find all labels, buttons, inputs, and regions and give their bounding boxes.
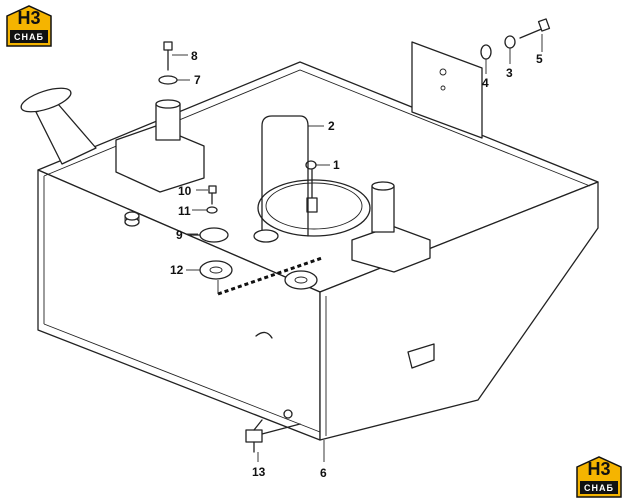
callout-7: 7: [194, 73, 201, 87]
part-5-bolt-shank: [519, 27, 545, 39]
top-boss-cap: [124, 211, 140, 221]
side-handle: [407, 343, 435, 369]
callout-2: 2: [328, 119, 335, 133]
part-11-washer: [206, 206, 218, 214]
right-vent-stem: [371, 185, 395, 233]
sender-plug: [306, 197, 318, 213]
callout-4: 4: [482, 76, 489, 90]
part-7-washer: [158, 75, 178, 85]
plate-hole: [440, 85, 446, 91]
logo-house-icon: [576, 456, 622, 498]
callout-1: 1: [333, 158, 340, 172]
callout-6: 6: [320, 466, 327, 480]
filler-cap: [20, 87, 72, 113]
logo-text-bottom: CHAБ: [584, 483, 614, 493]
logo-text-top: H3: [17, 8, 41, 28]
callout-9: 9: [176, 228, 183, 242]
part-12-gasket: [199, 260, 233, 280]
logo-text-top: H3: [587, 459, 611, 479]
part-5-bolt-head: [537, 18, 551, 32]
right-vent-top: [371, 181, 395, 191]
leader-lines: [172, 34, 543, 462]
part-12-gasket-hole: [209, 266, 223, 274]
tank-hook-mark: [255, 331, 273, 339]
plate-hole: [439, 68, 447, 76]
tank-gasket: [284, 270, 318, 290]
logo-house-icon: [6, 5, 52, 47]
part-10-screw: [208, 185, 217, 194]
left-vent-top: [155, 99, 181, 109]
part-2-pipe-foot: [253, 229, 279, 243]
tank-gasket-hole: [294, 276, 308, 284]
drain-fitting: [283, 409, 293, 419]
part-13-valve-handle: [253, 419, 263, 431]
part-9-sensor: [199, 227, 229, 243]
callout-5: 5: [536, 52, 543, 66]
brand-logo-top: H3 CHAБ: [4, 4, 54, 48]
callout-12: 12: [170, 263, 184, 277]
part-13-valve-body: [245, 429, 263, 443]
part-4-washer: [480, 44, 492, 60]
drain-pipe: [261, 423, 301, 435]
logo-text-bottom: CHAБ: [14, 32, 44, 42]
brand-logo-bottom: H3 CHAБ: [574, 455, 624, 499]
tank-right-face: [319, 181, 599, 441]
left-vent-stem: [155, 103, 181, 141]
mounting-plate: [411, 41, 483, 139]
callout-3: 3: [506, 66, 513, 80]
part-2-pipe: [261, 115, 309, 237]
callout-13: 13: [252, 465, 266, 479]
callout-11: 11: [178, 204, 191, 218]
alignment-line: [217, 256, 323, 296]
callout-10: 10: [178, 184, 192, 198]
callout-8: 8: [191, 49, 198, 63]
part-8-bolt-head: [163, 41, 173, 51]
tank-bottom-line: [43, 323, 321, 433]
sender-cover-inner: [265, 182, 363, 230]
part-3-washer: [504, 35, 516, 49]
